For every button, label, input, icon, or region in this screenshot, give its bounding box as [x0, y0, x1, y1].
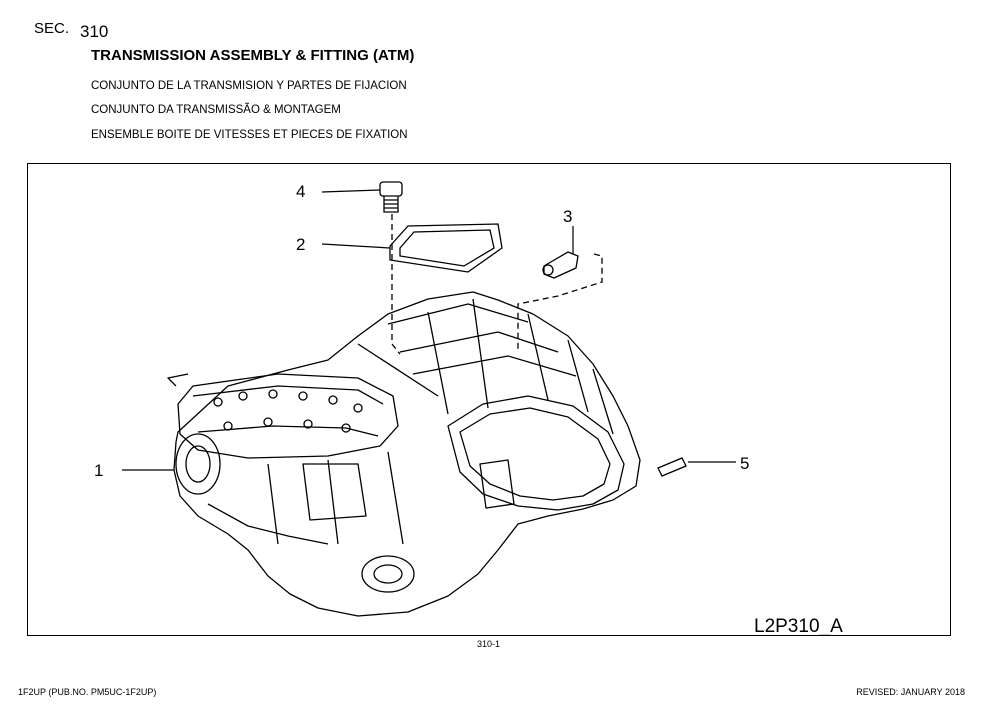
diagram-frame: 4 2 3 1 5 L2P310_A	[27, 163, 951, 636]
leader-lines	[122, 189, 736, 471]
revision-date: REVISED: JANUARY 2018	[856, 687, 965, 697]
dowel-pin-part	[657, 457, 687, 477]
callout-2: 2	[296, 235, 305, 254]
sensor-part	[542, 251, 579, 279]
section-label: SEC.	[34, 20, 70, 37]
assembly-guide-lines	[391, 214, 603, 355]
transmission-diagram: 4 2 3 1 5 L2P310_A	[94, 181, 843, 635]
subtitle-french: ENSEMBLE BOITE DE VITESSES ET PIECES DE …	[91, 129, 408, 141]
callout-5: 5	[740, 454, 749, 473]
publication-number: 1F2UP (PUB.NO. PM5UC-1F2UP)	[18, 687, 157, 697]
callout-1: 1	[94, 461, 103, 480]
callout-4: 4	[296, 182, 305, 201]
page-number: 310-1	[477, 639, 501, 649]
subtitle-spanish: CONJUNTO DE LA TRANSMISION Y PARTES DE F…	[91, 80, 407, 92]
figure-code: L2P310_A	[754, 616, 843, 635]
subtitle-portuguese: CONJUNTO DA TRANSMISSÃO & MONTAGEM	[91, 104, 341, 116]
plug-bolt-part	[379, 181, 403, 213]
callout-numbers: 4 2 3 1 5	[94, 182, 749, 480]
page-title: TRANSMISSION ASSEMBLY & FITTING (ATM)	[91, 47, 415, 64]
transmission-housing-drawing	[167, 291, 641, 617]
cover-plate-part	[389, 223, 503, 273]
callout-3: 3	[563, 207, 572, 226]
section-number: 310	[80, 22, 109, 41]
